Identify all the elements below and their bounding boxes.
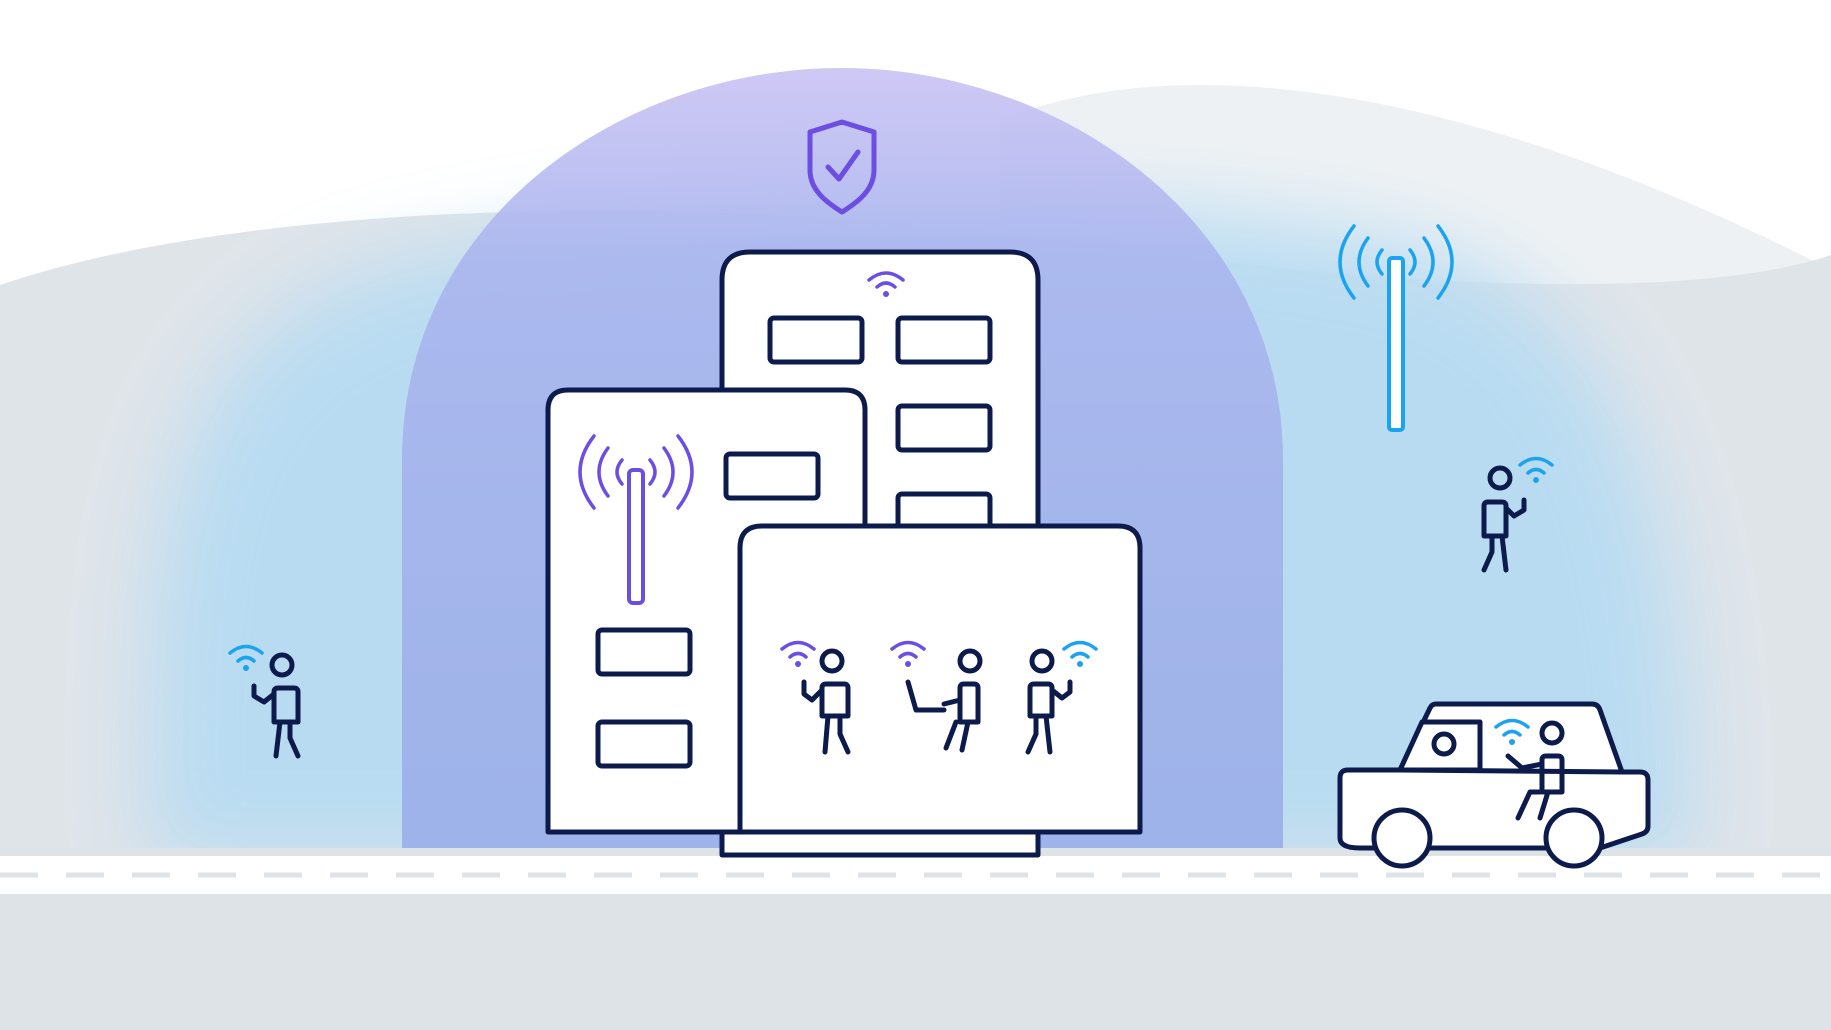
person-icon bbox=[1481, 456, 1554, 573]
wifi-icon bbox=[1518, 456, 1554, 483]
person-icon bbox=[1025, 640, 1098, 755]
laptop-icon bbox=[905, 679, 963, 713]
wifi-icon bbox=[1494, 718, 1530, 745]
front-building bbox=[737, 523, 1143, 835]
wifi-icon bbox=[867, 271, 905, 297]
person-icon bbox=[1494, 718, 1565, 821]
wifi-icon bbox=[890, 640, 926, 667]
wifi-icon bbox=[228, 644, 264, 671]
car-icon bbox=[1337, 701, 1651, 869]
wifi-icon bbox=[780, 640, 816, 667]
wifi-icon bbox=[1062, 640, 1098, 667]
cell-tower-icon bbox=[1338, 224, 1454, 432]
shield-check-icon bbox=[807, 119, 877, 215]
road bbox=[0, 848, 1831, 1030]
person-icon bbox=[780, 640, 851, 755]
cell-tower-icon bbox=[578, 434, 694, 605]
person-icon bbox=[228, 644, 301, 759]
person-icon bbox=[890, 640, 983, 753]
